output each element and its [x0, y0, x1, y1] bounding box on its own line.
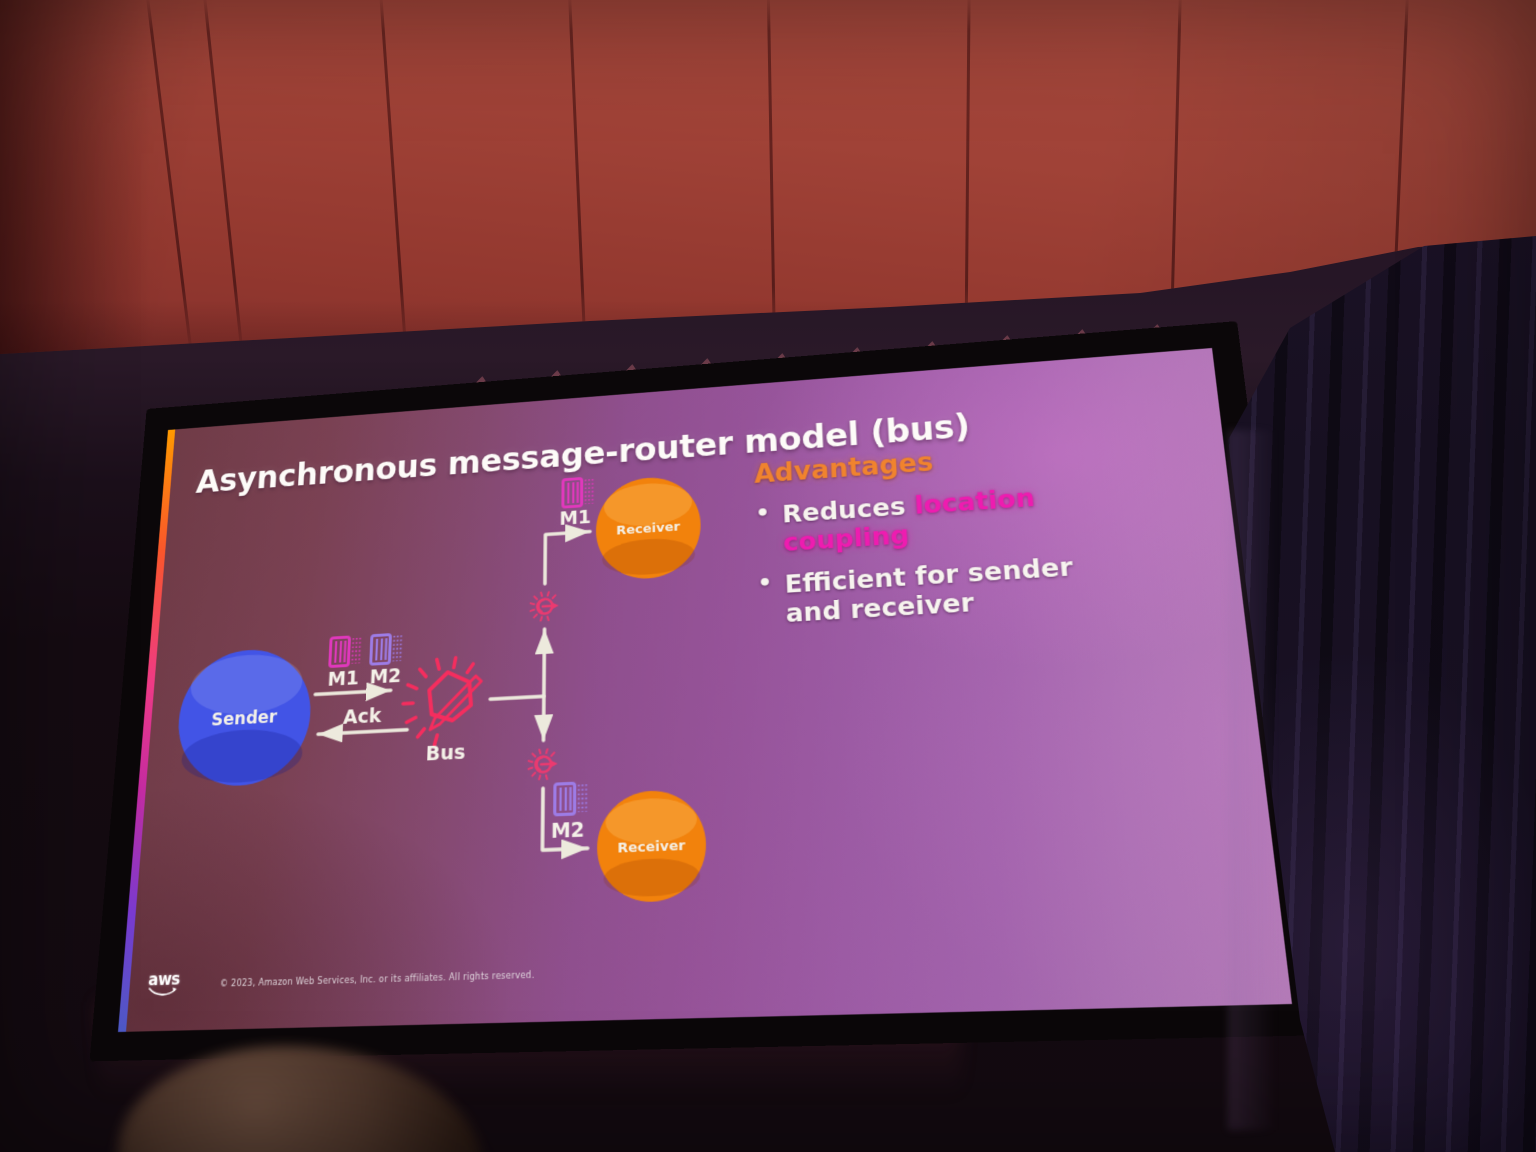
bullet-dot: • [755, 501, 771, 527]
bullet-dot: • [757, 570, 773, 597]
router-top-icon [529, 590, 561, 623]
ack-label: Ack [343, 704, 383, 728]
receiver-bottom-label: Receiver [617, 837, 686, 856]
diagram-arrows [307, 532, 590, 860]
wall-seam [202, 0, 245, 354]
sender-node: Sender [173, 646, 314, 789]
wall-seam [568, 0, 587, 354]
receiver-bottom-node: Receiver [597, 788, 708, 904]
advantage-1-highlight: location [913, 483, 1036, 520]
sender-label: Sender [211, 708, 279, 730]
wall-seam [766, 0, 777, 354]
curtain-light-spill [1228, 430, 1276, 1130]
message-m2-icon [369, 632, 403, 666]
aws-smile-icon [147, 986, 180, 999]
wall-seam [145, 0, 194, 354]
bus-label: Bus [425, 741, 465, 766]
bus-model-diagram: Sender M1 M2 Ack Bus M1 [122, 451, 803, 1032]
projection-screen: Asynchronous message-router model (bus) [118, 348, 1292, 1032]
m2-label: M2 [369, 664, 401, 688]
receiver-top-circle [596, 474, 702, 582]
slide: Asynchronous message-router model (bus) [118, 348, 1292, 1032]
red-wall [0, 0, 1536, 354]
message-m1-icon [328, 635, 362, 668]
wall-seam [1169, 0, 1182, 354]
receiver-top-label: Receiver [616, 519, 681, 538]
aws-logo-text: aws [147, 969, 181, 990]
bus-icon [399, 654, 484, 749]
sender-circle [173, 646, 314, 789]
aws-smile-logo: aws [143, 969, 185, 999]
wall-seam [379, 0, 408, 354]
copyright-text: © 2023, Amazon Web Services, Inc. or its… [219, 970, 535, 989]
m2-bottom-label: M2 [551, 818, 585, 843]
m1-label: M1 [327, 667, 359, 691]
m1-top-label: M1 [559, 506, 591, 529]
message-m1-top-icon [561, 476, 594, 509]
router-bottom-icon [527, 747, 559, 781]
receiver-top-node: Receiver [596, 474, 702, 582]
wall-seam [964, 0, 971, 354]
message-m2-bottom-icon [553, 781, 588, 817]
